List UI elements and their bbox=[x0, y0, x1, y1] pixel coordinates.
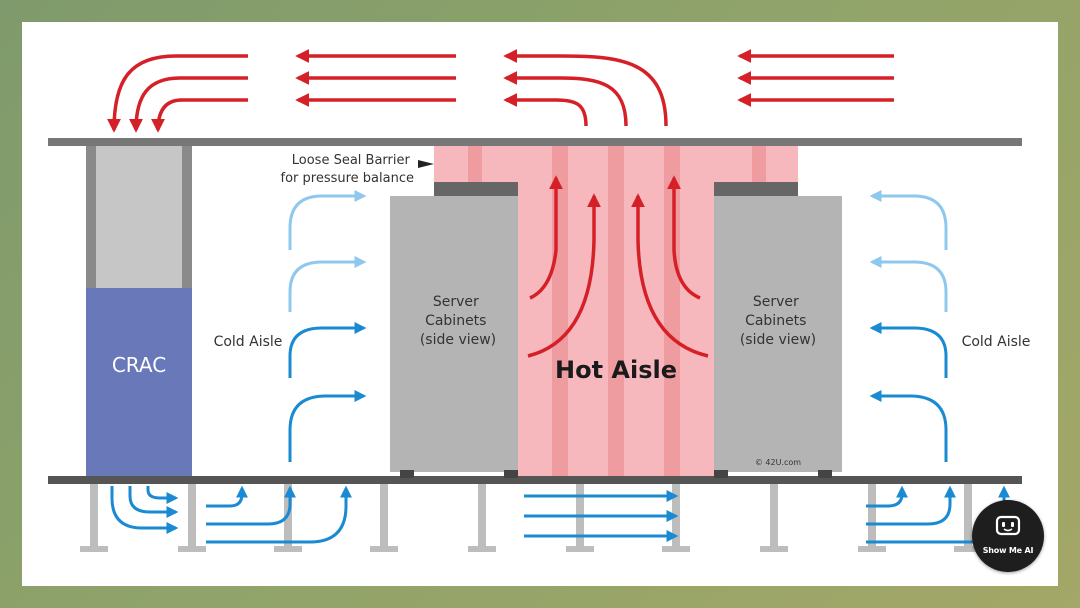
cabinet-left-line2: Cabinets bbox=[425, 313, 486, 329]
cabinet-right-line2: Cabinets bbox=[745, 313, 806, 329]
ceiling-line bbox=[48, 138, 1022, 146]
show-me-ai-badge[interactable]: Show Me AI bbox=[972, 500, 1044, 572]
cold-aisle-left-label: Cold Aisle bbox=[214, 334, 283, 350]
cabinet-right-line3: (side view) bbox=[740, 332, 816, 348]
airflow-diagram: CRAC Server Cabinets (side view) Server … bbox=[48, 49, 1031, 552]
hot-aisle-zone bbox=[434, 146, 798, 476]
barrier-label-line2: for pressure balance bbox=[281, 171, 414, 186]
cabinet-left-line3: (side view) bbox=[420, 332, 496, 348]
crac-label: CRAC bbox=[112, 353, 166, 377]
cold-air-arrows bbox=[110, 190, 1010, 544]
barrier-pointer-icon bbox=[418, 160, 434, 168]
diagram-panel: CRAC Server Cabinets (side view) Server … bbox=[22, 22, 1058, 586]
cabinet-left-line1: Server bbox=[433, 294, 479, 310]
copyright-label: © 42U.com bbox=[755, 458, 801, 467]
hot-aisle-label: Hot Aisle bbox=[555, 356, 677, 384]
hot-air-arrows bbox=[107, 49, 894, 358]
barrier-cap-right bbox=[714, 182, 798, 196]
barrier-label-line1: Loose Seal Barrier bbox=[292, 153, 411, 168]
crac-unit: CRAC bbox=[86, 146, 192, 476]
robot-face-icon bbox=[995, 515, 1021, 536]
svg-text:Loose Seal Barrier for pre: Loose Seal Barrier for pressure balance bbox=[281, 153, 414, 186]
badge-label: Show Me AI bbox=[982, 546, 1034, 555]
cabinet-right-line1: Server bbox=[753, 294, 799, 310]
raised-floor bbox=[48, 476, 1022, 484]
svg-text:Server Cabinets (s: Server Cabinets (side view) bbox=[740, 294, 816, 348]
server-cabinet-right: Server Cabinets (side view) © 42U.com bbox=[714, 196, 842, 478]
cold-aisle-right-label: Cold Aisle bbox=[962, 334, 1031, 350]
barrier-cap-left bbox=[434, 182, 518, 196]
server-cabinet-left: Server Cabinets (side view) bbox=[390, 196, 518, 478]
svg-text:Server Cabinets (s: Server Cabinets (side view) bbox=[420, 294, 496, 348]
